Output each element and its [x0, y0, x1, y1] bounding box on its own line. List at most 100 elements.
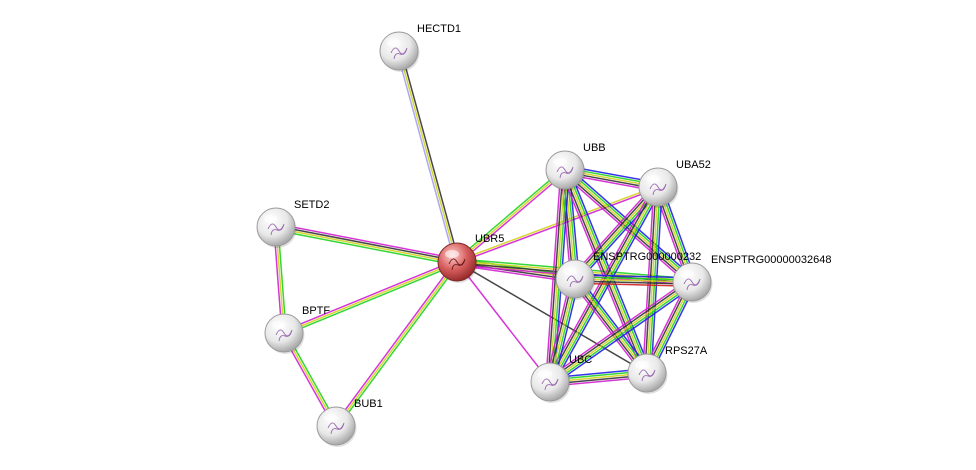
edge-ensptrg_232-ensptrg_32648[interactable]: [574, 274, 693, 287]
edge-ubr5-bub1[interactable]: [333, 260, 460, 428]
edge-ubr5-hectd1[interactable]: [396, 50, 460, 263]
edge-line-blue: [577, 275, 651, 371]
node-uba52[interactable]: [638, 167, 679, 208]
node-highlight: [646, 175, 660, 183]
node-rps27a[interactable]: [627, 353, 668, 394]
node-highlight: [264, 215, 278, 223]
protein-structure-icon: [448, 258, 466, 271]
protein-structure-icon: [275, 329, 293, 342]
edge-line-magenta: [571, 281, 645, 377]
protein-structure-icon: [683, 278, 701, 291]
edge-line-green: [550, 283, 694, 385]
protein-structure-icon: [390, 47, 408, 60]
edge-uba52-rps27a[interactable]: [642, 186, 663, 374]
edge-line-magenta: [333, 260, 456, 426]
edge-line-green: [566, 168, 650, 373]
edge-line-green: [575, 276, 693, 281]
edge-line-magenta: [282, 259, 457, 332]
edge-line-yellow: [398, 50, 458, 263]
edge-ubr5-ubc[interactable]: [456, 261, 551, 383]
edge-line-magenta: [545, 169, 562, 382]
edge-line-green: [551, 187, 661, 384]
node-bub1[interactable]: [316, 406, 357, 447]
edge-line-black: [276, 225, 458, 262]
node-ensptrg_32648[interactable]: [672, 262, 713, 303]
node-highlight: [387, 39, 401, 47]
node-highlight: [538, 370, 552, 378]
edge-line-magenta: [547, 277, 691, 380]
edge-ensptrg_32648-ubc[interactable]: [547, 277, 695, 387]
edge-line-yellow: [275, 227, 457, 264]
edge-line-magenta: [560, 171, 644, 375]
protein-structure-icon: [566, 275, 584, 288]
edge-line-magenta: [571, 183, 656, 277]
protein-structure-icon: [638, 369, 656, 382]
edge-line-yellow: [574, 278, 648, 374]
edge-line-magenta: [276, 223, 458, 260]
protein-structure-icon: [267, 223, 285, 236]
edge-line-yellow: [646, 186, 659, 374]
node-highlight: [553, 158, 567, 166]
edge-line-green: [337, 262, 460, 428]
node-label-rps27a: RPS27A: [665, 345, 708, 357]
edge-line-green: [455, 167, 565, 261]
edge-line-yellow: [335, 261, 458, 427]
protein-structure-icon: [556, 166, 574, 179]
node-highlight: [635, 361, 649, 369]
node-label-ensptrg_232: ENSPTRG000000232: [593, 251, 701, 263]
edge-ubr5-bptf[interactable]: [282, 259, 459, 336]
edge-line-magenta: [456, 261, 551, 383]
edge-ubr5-setd2[interactable]: [275, 223, 458, 266]
edge-ensptrg_232-rps27a[interactable]: [571, 275, 651, 377]
edge-line-magenta: [457, 171, 567, 265]
node-ubr5[interactable]: [437, 242, 478, 283]
edge-line-blue: [650, 187, 663, 374]
edge-line-green: [576, 277, 650, 373]
node-highlight: [272, 321, 286, 329]
edge-line-yellow: [283, 261, 458, 334]
edge-line-green: [284, 263, 459, 336]
edge-line-yellow: [574, 278, 693, 283]
edge-line-black: [400, 50, 460, 262]
node-label-ubb: UBB: [583, 142, 606, 154]
protein-structure-icon: [541, 378, 559, 391]
edge-line-green: [275, 229, 457, 266]
node-label-bub1: BUB1: [354, 398, 383, 410]
node-label-ensptrg_32648: ENSPTRG00000032648: [711, 254, 831, 266]
node-highlight: [680, 270, 694, 278]
edge-line-magenta: [642, 186, 655, 373]
edge-line-black: [572, 185, 657, 279]
edge-ubr5-ubb[interactable]: [455, 167, 567, 265]
node-highlight: [324, 414, 338, 422]
edge-line-magenta: [457, 187, 659, 264]
edge-line-yellow: [456, 169, 566, 263]
node-label-setd2: SETD2: [294, 199, 329, 211]
node-label-ubr5: UBR5: [475, 233, 504, 245]
node-hectd1[interactable]: [379, 31, 420, 72]
edge-line-black: [547, 169, 564, 382]
edge-line-black: [572, 279, 646, 375]
edge-line-black: [562, 170, 646, 375]
node-label-hectd1: HECTD1: [417, 23, 461, 35]
node-label-ubc: UBC: [569, 354, 592, 366]
edge-line-black: [574, 280, 692, 285]
edge-line-black: [548, 279, 692, 381]
edge-line-green: [648, 187, 661, 374]
edge-line-yellow: [549, 281, 693, 383]
node-ensptrg_232[interactable]: [555, 259, 596, 300]
node-setd2[interactable]: [256, 207, 297, 248]
node-label-bptf: BPTF: [302, 305, 330, 317]
edge-line-red: [574, 282, 692, 287]
edge-line-blue: [551, 284, 695, 387]
protein-structure-icon: [649, 183, 667, 196]
node-ubc[interactable]: [530, 362, 571, 403]
node-bptf[interactable]: [264, 313, 305, 354]
edge-line-lightblue: [396, 51, 456, 263]
node-layer: [256, 31, 713, 447]
node-label-uba52: UBA52: [676, 159, 711, 171]
node-ubb[interactable]: [545, 150, 586, 191]
protein-structure-icon: [327, 422, 345, 435]
edge-line-black: [644, 186, 657, 373]
